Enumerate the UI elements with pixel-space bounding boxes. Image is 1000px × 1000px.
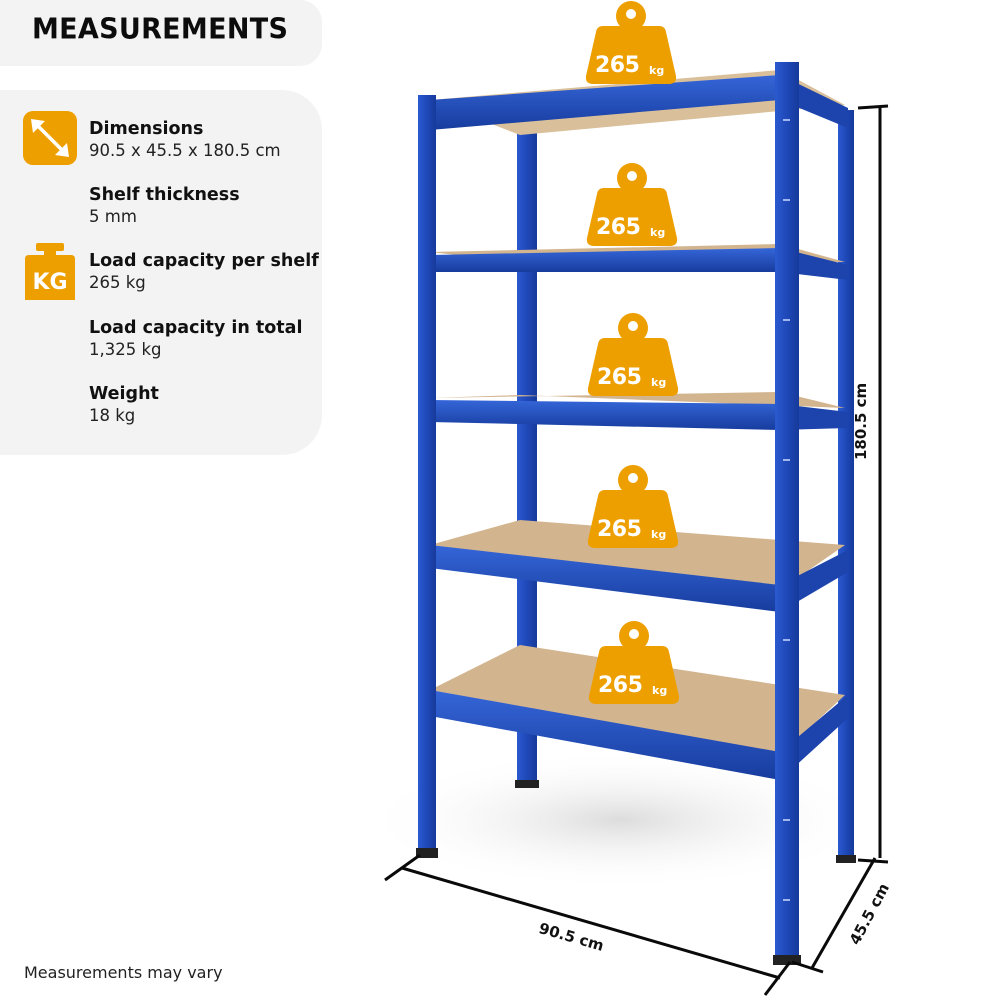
weight-icon <box>585 1 677 84</box>
spec-value: 90.5 x 45.5 x 180.5 cm <box>89 141 281 160</box>
spec-label: Weight <box>89 384 159 404</box>
load-value: 265 <box>596 215 641 240</box>
load-unit: kg <box>651 376 667 389</box>
load-unit: kg <box>649 64 665 77</box>
title-tab: MEASUREMENTS <box>0 0 322 66</box>
shelf-load-badge: 265 kg <box>587 464 679 548</box>
load-unit: kg <box>651 528 667 541</box>
svg-text:KG: KG <box>32 270 67 295</box>
load-unit: kg <box>652 684 668 697</box>
spec-value: 265 kg <box>89 273 146 292</box>
spec-value: 1,325 kg <box>89 340 162 359</box>
load-value: 265 <box>597 365 642 390</box>
load-unit: kg <box>650 226 666 239</box>
spec-label: Dimensions <box>89 119 204 139</box>
spec-panel: Dimensions 90.5 x 45.5 x 180.5 cm Shelf … <box>0 90 322 455</box>
kg-weight-icon: KG <box>23 243 77 300</box>
load-value: 265 <box>595 53 640 78</box>
diagonal-arrows-icon <box>23 111 77 165</box>
shelf-load-badge: 265 kg <box>585 0 677 84</box>
load-value: 265 <box>598 673 643 698</box>
page-title: MEASUREMENTS <box>32 13 289 46</box>
spec-label: Load capacity per shelf <box>89 251 319 271</box>
spec-load-per-shelf: Load capacity per shelf 265 kg <box>89 251 319 293</box>
spec-label: Load capacity in total <box>89 318 303 338</box>
shelf-load-badge: 265 kg <box>588 620 680 704</box>
spec-value: 5 mm <box>89 207 137 226</box>
spec-value: 18 kg <box>89 406 136 425</box>
spec-shelf-thickness: Shelf thickness 5 mm <box>89 185 240 227</box>
load-value: 265 <box>597 517 642 542</box>
footnote: Measurements may vary <box>24 963 223 982</box>
spec-load-total: Load capacity in total 1,325 kg <box>89 318 302 360</box>
weight-icon <box>587 465 679 548</box>
weight-icon <box>588 621 680 704</box>
dimension-lines <box>384 104 889 996</box>
spec-weight: Weight 18 kg <box>89 384 159 426</box>
spec-dimensions: Dimensions 90.5 x 45.5 x 180.5 cm <box>89 119 281 161</box>
height-dimension-label: 180.5 cm <box>852 382 870 460</box>
weight-icon <box>586 163 678 246</box>
shelf-load-badge: 265 kg <box>587 312 679 396</box>
spec-label: Shelf thickness <box>89 185 240 205</box>
shelf-load-badge: 265 kg <box>586 162 678 246</box>
weight-icon <box>587 313 679 396</box>
